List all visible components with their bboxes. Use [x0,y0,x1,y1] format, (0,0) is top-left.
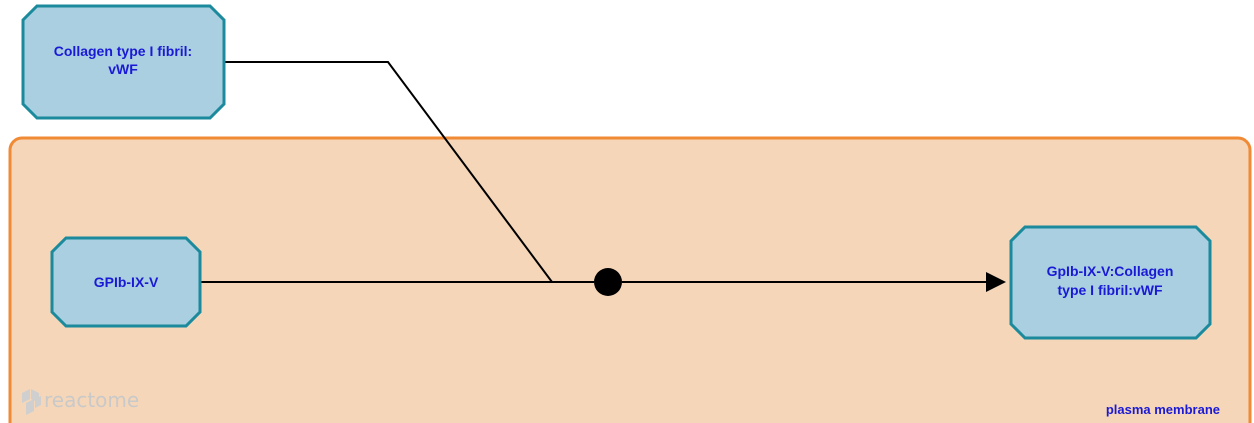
reactome-logo-text: reactome [44,388,139,412]
reactome-logo: reactome [22,388,139,415]
node-gpib-collagen-vwf-label-1: GpIb-IX-V:Collagen [1047,263,1174,279]
node-gpib-collagen-vwf[interactable]: GpIb-IX-V:Collagen type I fibril:vWF [1009,225,1212,340]
reaction-edges [198,61,990,283]
node-gpib-collagen-vwf-label-2: type I fibril:vWF [1058,282,1163,298]
output-arrowhead [986,272,1006,292]
node-gpib-ix-v[interactable]: GPIb-IX-V [50,236,202,328]
reactome-logo-icon [22,389,41,415]
node-collagen-vwf-label-1: Collagen type I fibril: [54,43,192,59]
plasma-membrane-compartment[interactable] [8,136,1252,423]
node-gpib-ix-v-label: GPIb-IX-V [94,274,159,290]
node-collagen-vwf[interactable]: Collagen type I fibril: vWF [21,4,226,120]
input-edge-collagen[interactable] [222,61,553,283]
node-collagen-vwf-label-2: vWF [108,61,138,77]
reaction-node[interactable] [594,268,622,296]
compartment-label: plasma membrane [1106,402,1220,417]
